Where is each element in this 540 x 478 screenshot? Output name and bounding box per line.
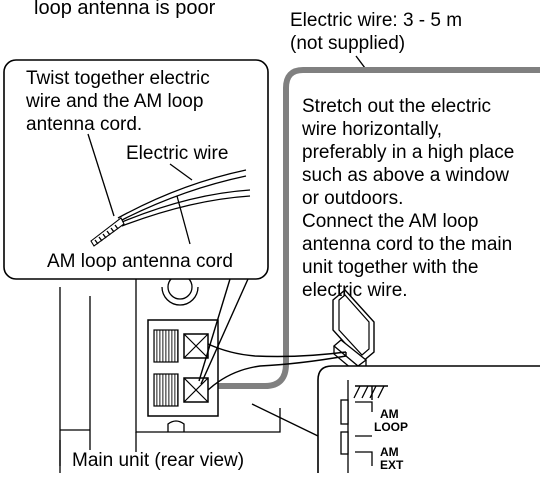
main-unit-label: Main unit (rear view) — [72, 450, 244, 471]
am-loop-antenna — [332, 289, 375, 376]
electric-wire-long — [206, 67, 540, 389]
antenna-cord-2 — [207, 355, 347, 391]
terminal-detail-inset: AM LOOP AM EXT — [317, 365, 540, 473]
label-am-ext-am: AM — [380, 445, 399, 459]
stretch-line-3: preferably in a high place — [302, 142, 514, 163]
stretch-line-5: or outdoors. — [302, 188, 403, 209]
main-unit-rear — [59, 274, 281, 473]
twisted-wires — [90, 169, 251, 247]
twist-callout-box — [3, 59, 269, 280]
leader-callout-terminal-2 — [200, 278, 249, 385]
twist-line-1: Twist together electric — [26, 68, 210, 89]
stretch-line-9: electric wire. — [302, 280, 408, 301]
leader-electric-wire — [169, 163, 193, 181]
twist-line-2: wire and the AM loop — [25, 91, 203, 112]
stretch-line-2: wire horizontally, — [301, 119, 442, 140]
stretch-line-1: Stretch out the electric — [302, 96, 491, 117]
heading-fragment: loop antenna is poor — [34, 0, 216, 19]
stretch-line-7: antenna cord to the main — [302, 234, 512, 255]
wire-length-line-2: (not supplied) — [290, 33, 405, 54]
stretch-line-4: such as above a window — [302, 165, 509, 186]
stretch-line-8: unit together with the — [302, 257, 478, 278]
electric-wire-label: Electric wire — [126, 143, 228, 164]
stretch-line-6: Connect the AM loop — [302, 211, 478, 232]
wire-length-line-1: Electric wire: 3 - 5 m — [290, 10, 462, 31]
am-cord-label: AM loop antenna cord — [47, 251, 233, 272]
zoom-leader — [251, 403, 319, 437]
label-ext: EXT — [380, 458, 404, 472]
label-loop: LOOP — [374, 420, 408, 434]
leader-am-cord — [176, 195, 191, 245]
leader-twist — [87, 133, 115, 217]
label-am-loop-am: AM — [380, 407, 399, 421]
antenna-cord-1 — [207, 343, 347, 358]
leader-callout-terminal-1 — [198, 278, 231, 382]
twist-line-3: antenna cord. — [26, 114, 142, 135]
